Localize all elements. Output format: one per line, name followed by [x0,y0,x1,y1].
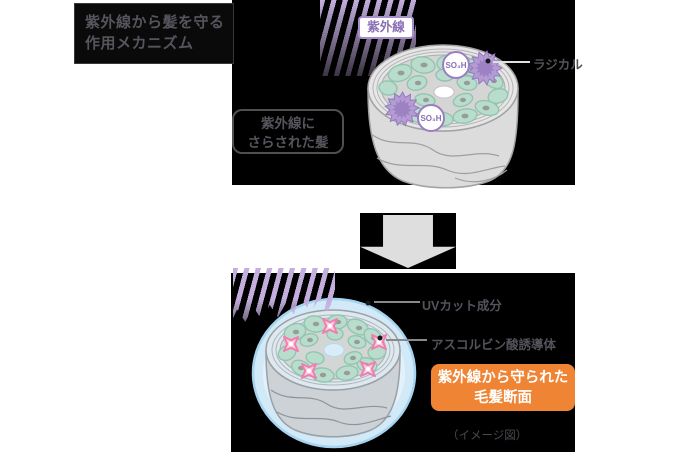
cuticle-ring [372,48,514,128]
so3h-label: SO₃H [445,61,466,70]
uv-ray-label: 紫外線 [358,16,414,39]
medulla [323,343,345,357]
title-line-2: 作用メカニズム [85,35,194,52]
so3h-marker: SO₃H [417,104,445,132]
ascorbic-pointer-dot [377,335,383,341]
protected-line-2: 毛髪断面 [474,390,532,406]
image-note: （イメージ図） [447,430,528,442]
title-line-1: 紫外線から髪を守る [85,14,225,31]
radical-starburst-icon [467,50,504,86]
down-arrow-icon [360,215,456,268]
protected-line-1: 紫外線から守られた [437,370,569,386]
ascorbic-label: アスコルビン酸誘導体 [431,338,557,352]
so3h-label: SO₃H [420,114,441,123]
exposed-line-2: さらされた髪 [247,135,329,150]
radical-label: ラジカル [533,58,583,72]
protected-hair-result-box: 紫外線から守られた 毛髪断面 [431,364,575,411]
protected-hair-cross-section [251,297,417,449]
exposed-hair-cross-section: SO₃H SO₃H [367,44,519,189]
exposed-line-1: 紫外線に [261,116,315,131]
so3h-marker: SO₃H [442,51,470,79]
coating-pointer-dot [365,300,371,306]
exposed-hair-label-box: 紫外線に さらされた髪 [232,109,344,154]
medulla [433,85,455,99]
radical-starburst-icon [384,90,420,127]
sparkle-centers [289,324,381,373]
uv-cut-label: UVカット成分 [422,299,502,313]
ascorbic-leader-line [386,339,427,341]
title-box: 紫外線から髪を守る 作用メカニズム [74,3,234,64]
radical-leader-line [493,61,530,63]
radical-pointer-dot [485,58,491,64]
transition-arrow-panel [360,213,456,269]
uv-cut-leader-line [374,301,420,303]
